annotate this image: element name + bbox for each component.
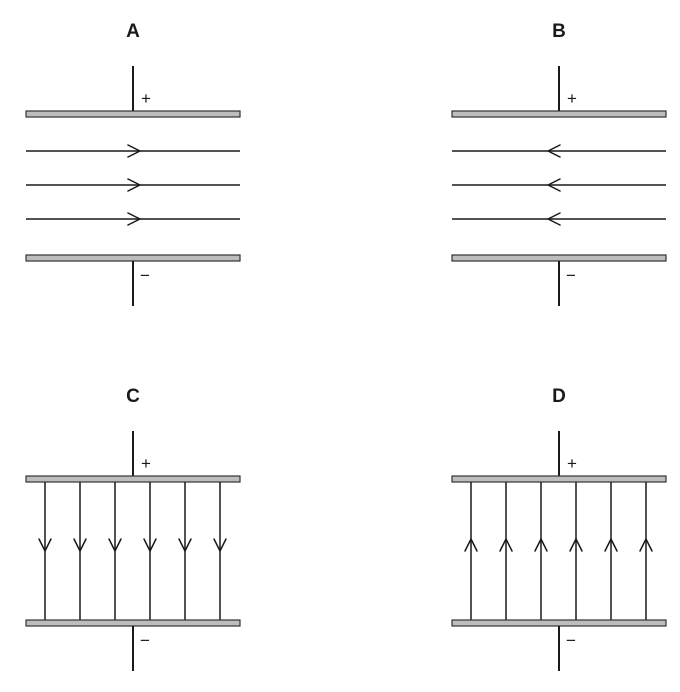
arrow-up-icon — [534, 538, 548, 552]
top-plate-positive — [451, 110, 667, 118]
arrow-up-icon — [569, 538, 583, 552]
arrow-up-icon — [639, 538, 653, 552]
top-plate-positive — [25, 110, 241, 118]
arrow-left-icon — [547, 178, 561, 192]
arrow-down-icon — [73, 538, 87, 552]
arrow-up-icon — [499, 538, 513, 552]
arrow-right-icon — [127, 178, 141, 192]
negative-sign: − — [140, 631, 150, 650]
negative-sign: − — [140, 266, 150, 285]
panel-label: D — [552, 386, 566, 407]
arrow-right-icon — [127, 144, 141, 158]
arrow-down-icon — [38, 538, 52, 552]
arrow-up-icon — [464, 538, 478, 552]
field-lines — [26, 144, 240, 226]
bottom-plate-negative — [451, 254, 667, 262]
panel-b: B + − — [451, 21, 667, 306]
panel-label: C — [126, 386, 140, 407]
top-plate-positive — [25, 475, 241, 483]
field-lines — [464, 482, 653, 620]
field-lines — [38, 482, 227, 620]
negative-sign: − — [566, 631, 576, 650]
arrow-down-icon — [213, 538, 227, 552]
arrow-down-icon — [108, 538, 122, 552]
arrow-left-icon — [547, 212, 561, 226]
arrow-right-icon — [127, 212, 141, 226]
positive-sign: + — [567, 454, 577, 473]
arrow-down-icon — [178, 538, 192, 552]
panel-d: D + − — [451, 386, 667, 671]
positive-sign: + — [141, 454, 151, 473]
arrow-left-icon — [547, 144, 561, 158]
bottom-plate-negative — [25, 254, 241, 262]
panel-label: A — [126, 21, 140, 42]
top-plate-positive — [451, 475, 667, 483]
field-lines — [452, 144, 666, 226]
bottom-plate-negative — [25, 619, 241, 627]
positive-sign: + — [141, 89, 151, 108]
panel-a: A + − — [25, 21, 241, 306]
panel-label: B — [552, 21, 566, 42]
arrow-up-icon — [604, 538, 618, 552]
negative-sign: − — [566, 266, 576, 285]
positive-sign: + — [567, 89, 577, 108]
bottom-plate-negative — [451, 619, 667, 627]
arrow-down-icon — [143, 538, 157, 552]
panel-c: C + − — [25, 386, 241, 671]
